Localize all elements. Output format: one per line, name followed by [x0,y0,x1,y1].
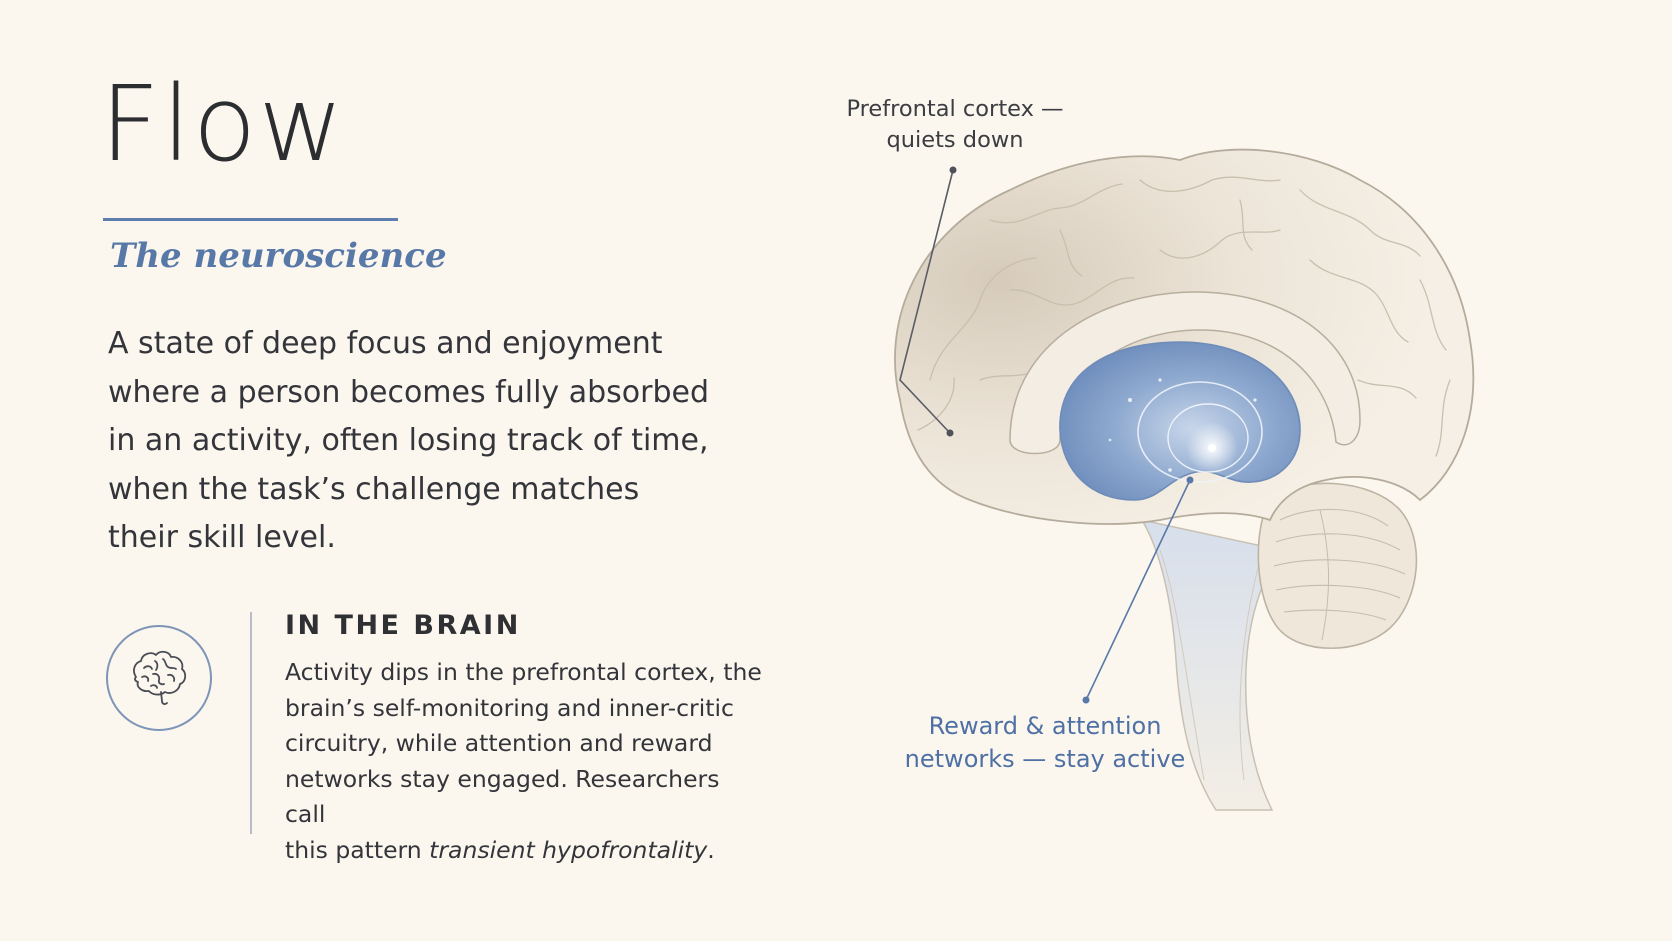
intro-line: A state of deep focus and enjoyment [108,326,663,361]
callout-reward: Reward & attention networks — stay activ… [900,710,1190,776]
brain-stem [1140,518,1282,811]
brain-illustration [894,148,1475,811]
intro-line: in an activity, often losing track of ti… [108,423,709,458]
callout-line: Prefrontal cortex — [846,96,1064,122]
section-body: Activity dips in the prefrontal cortex, … [285,655,765,868]
title-underline [103,218,398,221]
callout-line: quiets down [886,127,1024,153]
callout-prefrontal: Prefrontal cortex — quiets down [820,94,1090,156]
intro-line: their skill level. [108,520,336,555]
prefrontal-leader [899,166,957,437]
body-trailing: . [707,835,715,864]
limbic-region [1059,341,1301,501]
intro-line: when the task’s challenge matches [108,471,640,507]
cerebellum [1257,482,1418,650]
brain-icon [133,650,187,705]
reward-leader [1082,476,1194,704]
callout-line: Reward & attention [928,712,1162,740]
callout-line: networks — stay active [904,745,1186,773]
body-line: Activity dips in the prefrontal cortex, … [285,658,762,686]
section-divider [250,612,252,834]
page-title: Flow [100,63,346,185]
intro-paragraph: A state of deep focus and enjoyment wher… [108,320,748,563]
body-line: circuitry, while attention and reward [285,729,713,757]
body-line: this pattern [285,835,430,864]
term-emphasis: transient hypofrontality [429,835,708,864]
page-subtitle: The neuroscience [110,236,447,276]
body-line: networks stay engaged. Researchers call [285,764,720,829]
body-line: brain’s self-monitoring and inner-critic [285,693,734,722]
brain-badge [106,625,212,731]
intro-line: where a person becomes fully absorbed [108,374,709,410]
section-heading: IN THE BRAIN [285,610,521,641]
